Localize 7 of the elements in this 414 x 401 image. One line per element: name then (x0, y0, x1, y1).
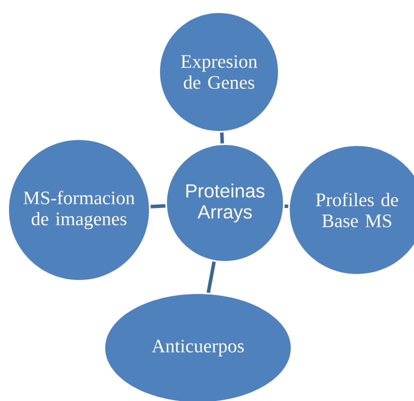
circle-node: MS-formacion de imagenes (9, 140, 149, 280)
circle-node: Proteinas Arrays (167, 145, 283, 261)
connector-line (284, 204, 288, 208)
connector-line (150, 204, 166, 208)
circle-node: Expresion de Genes (160, 13, 278, 131)
connector-line (220, 132, 224, 144)
connector-line (206, 261, 216, 293)
